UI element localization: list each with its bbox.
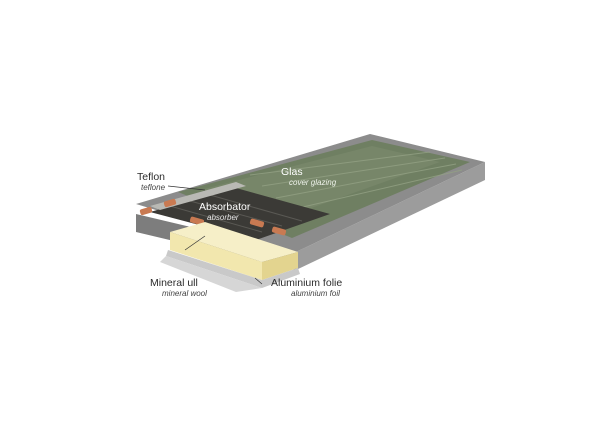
glass-label-primary: Glas <box>281 167 336 179</box>
glass-label-secondary: cover glazing <box>289 179 336 188</box>
absorber-label-secondary: absorber <box>207 214 250 223</box>
aluminium-foil-label-secondary: aluminium foil <box>291 290 342 299</box>
aluminium-foil-label-primary: Aluminium folie <box>271 278 342 290</box>
mineral-wool-label: Mineral ull mineral wool <box>150 278 207 298</box>
absorber-label: Absorbator absorber <box>199 202 250 222</box>
aluminium-foil-label: Aluminium folie aluminium foil <box>271 278 342 298</box>
glass-label: Glas cover glazing <box>281 167 336 187</box>
absorber-label-primary: Absorbator <box>199 202 250 214</box>
teflon-label: Teflon teflone <box>137 172 165 192</box>
mineral-wool-label-primary: Mineral ull <box>150 278 207 290</box>
teflon-label-secondary: teflone <box>141 184 165 193</box>
mineral-wool-label-secondary: mineral wool <box>162 290 207 299</box>
teflon-label-primary: Teflon <box>137 172 165 184</box>
